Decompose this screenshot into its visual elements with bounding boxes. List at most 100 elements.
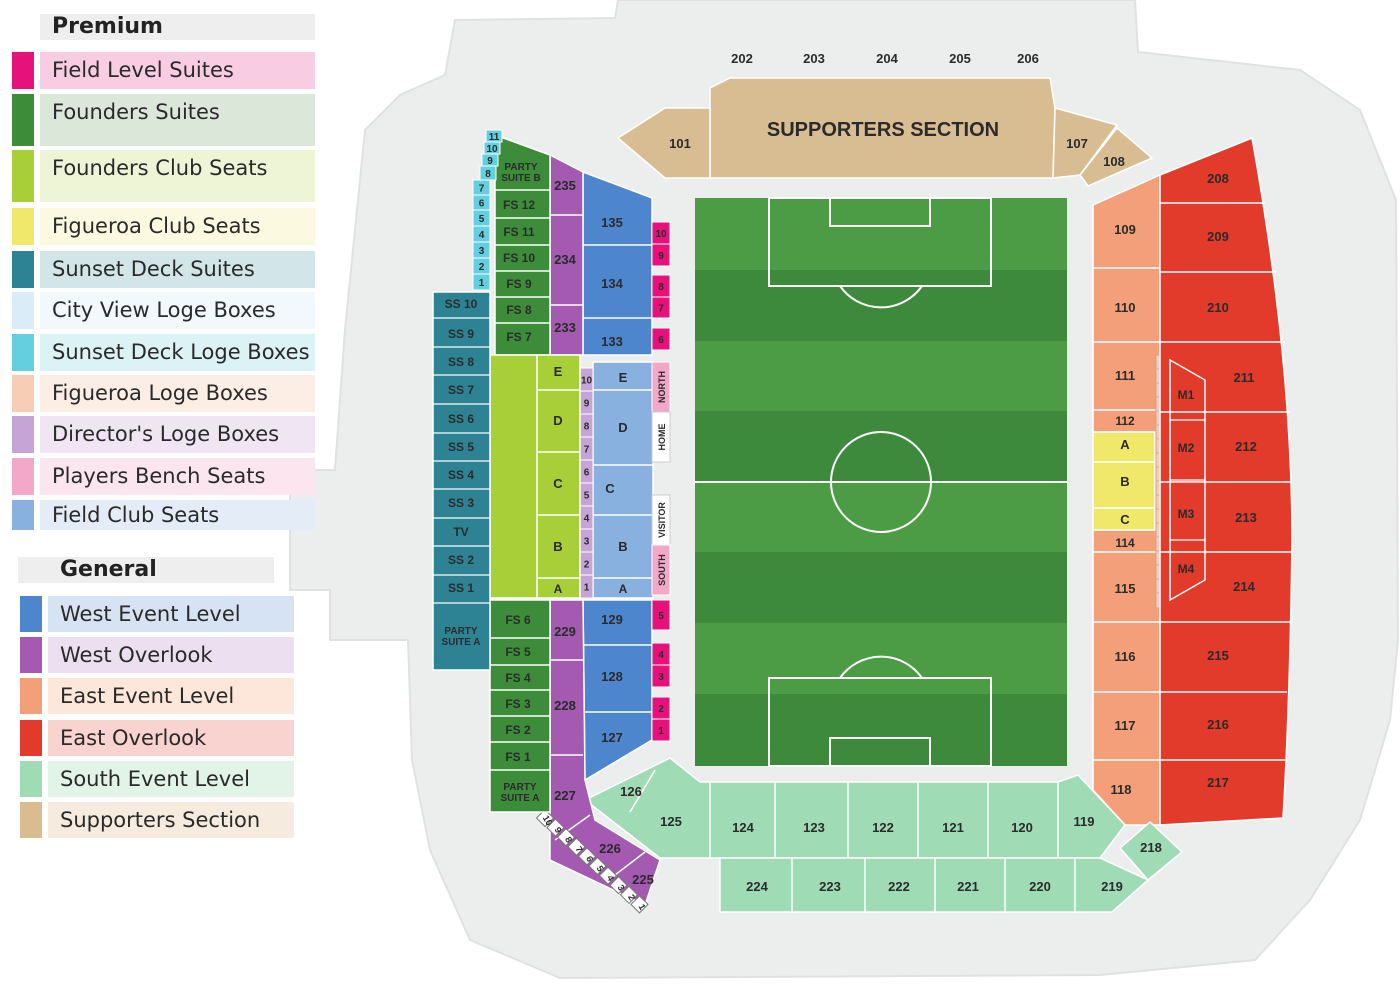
section-label: SUITE A	[441, 637, 480, 648]
east-overlook[interactable]	[1159, 136, 1293, 826]
figueroa-club-seats[interactable]	[1092, 431, 1156, 531]
section-label: 128	[601, 669, 623, 684]
legend-swatch	[12, 416, 34, 453]
section-label: 2	[658, 704, 664, 715]
section-label: SS 9	[448, 327, 474, 341]
legend-label: Players Bench Seats	[40, 458, 315, 495]
players-bench-seats[interactable]	[651, 361, 671, 596]
section-label: 212	[1235, 439, 1257, 454]
directors-loge-box[interactable]	[630, 895, 649, 914]
section-label: PARTY	[444, 626, 477, 637]
section-label: 217	[1207, 775, 1229, 790]
section-label: 124	[732, 820, 754, 835]
directors-loge-box[interactable]	[588, 856, 607, 876]
field-level-suite[interactable]	[651, 599, 671, 631]
legend-label: Figueroa Club Seats	[40, 208, 315, 245]
section-label: PARTY	[503, 782, 536, 793]
section-label: 125	[660, 814, 682, 829]
field-level-suite[interactable]	[651, 243, 671, 267]
section-label: B	[553, 539, 562, 554]
section-label: 107	[1066, 136, 1088, 151]
legend-label: City View Loge Boxes	[40, 292, 315, 329]
sunset-deck-suites[interactable]	[432, 291, 491, 671]
section-label: FS 8	[506, 303, 532, 317]
section-label: FS 1	[505, 750, 531, 764]
section-label: A	[554, 582, 563, 596]
south-event-level[interactable]	[583, 757, 1150, 913]
section-label: 121	[942, 820, 964, 835]
section-label: 2	[479, 262, 485, 273]
section-label: FS 4	[505, 671, 531, 685]
section-label: 108	[1103, 154, 1125, 169]
section-label: 9	[584, 399, 590, 410]
directors-loge-boxes[interactable]	[1169, 358, 1206, 602]
section-label: 116	[1115, 649, 1136, 664]
bench-label-north: NORTH	[657, 371, 667, 403]
section-label: 114	[1115, 536, 1135, 550]
section-label: B	[1120, 474, 1129, 489]
directors-loge-box[interactable]	[567, 837, 586, 856]
section-label: 10	[486, 144, 498, 155]
field-level-suite[interactable]	[651, 327, 671, 351]
directors-loge-box[interactable]	[619, 885, 639, 904]
section-label: M4	[1178, 562, 1195, 576]
section-label: 127	[601, 730, 623, 745]
legend-swatch	[20, 720, 42, 756]
legend-label: Field Club Seats	[40, 500, 315, 530]
section-label: 126	[620, 784, 642, 799]
section-label: 6	[584, 854, 595, 863]
section-label: SUITE B	[501, 173, 540, 184]
section-label: 213	[1235, 510, 1257, 525]
directors-loge-box[interactable]	[546, 818, 565, 837]
founders-suites[interactable]	[489, 133, 551, 813]
directors-loge-box[interactable]	[598, 866, 618, 885]
section-label: FS 11	[503, 225, 535, 239]
loge-box-group	[630, 895, 649, 914]
supporters-section-label: SUPPORTERS SECTION	[767, 119, 999, 141]
section-label: 204	[876, 51, 898, 66]
loge-box-group	[535, 808, 555, 828]
legend-label: Supporters Section	[48, 802, 294, 838]
section-label: 10	[581, 376, 593, 387]
field-club-seats[interactable]	[592, 361, 654, 599]
legend-swatch	[12, 500, 34, 530]
section-label: 223	[819, 879, 841, 894]
section-label: 2	[584, 560, 590, 571]
section-label: M1	[1178, 388, 1195, 402]
section-label: C	[605, 481, 615, 496]
legend-swatch	[12, 52, 34, 89]
section-label: 7	[658, 304, 664, 315]
section-label: 11	[489, 132, 500, 143]
directors-loge-box[interactable]	[577, 847, 597, 866]
section-label: 228	[554, 698, 576, 713]
legend-label: East Overlook	[48, 720, 294, 756]
section-label: A	[1120, 437, 1130, 452]
section-label: 224	[746, 879, 768, 894]
supporters-section[interactable]	[616, 77, 1154, 187]
section-label: FS 9	[506, 277, 532, 291]
loge-box-group	[567, 837, 586, 856]
directors-loge-box[interactable]	[556, 828, 576, 847]
loge-box[interactable]	[472, 273, 491, 291]
directors-loge-box[interactable]	[535, 808, 555, 828]
section-label: 118	[1111, 782, 1132, 797]
section-label: 123	[803, 820, 825, 835]
field-level-suite[interactable]	[651, 718, 671, 742]
section-label: 7	[574, 845, 585, 854]
section-label: SS 8	[448, 355, 474, 369]
field-level-suite[interactable]	[651, 296, 671, 319]
east-overlook-218[interactable]	[1118, 820, 1184, 882]
directors-loge-box[interactable]	[609, 876, 628, 895]
loge-box-group	[546, 818, 565, 837]
section-label: 8	[584, 422, 590, 433]
section-label: 1	[479, 278, 485, 289]
section-label: 7	[479, 184, 485, 195]
field-level-suite[interactable]	[651, 664, 671, 688]
founders-club-seats[interactable]	[489, 354, 581, 599]
legend-swatch	[20, 637, 42, 673]
section-label: 110	[1115, 300, 1136, 315]
